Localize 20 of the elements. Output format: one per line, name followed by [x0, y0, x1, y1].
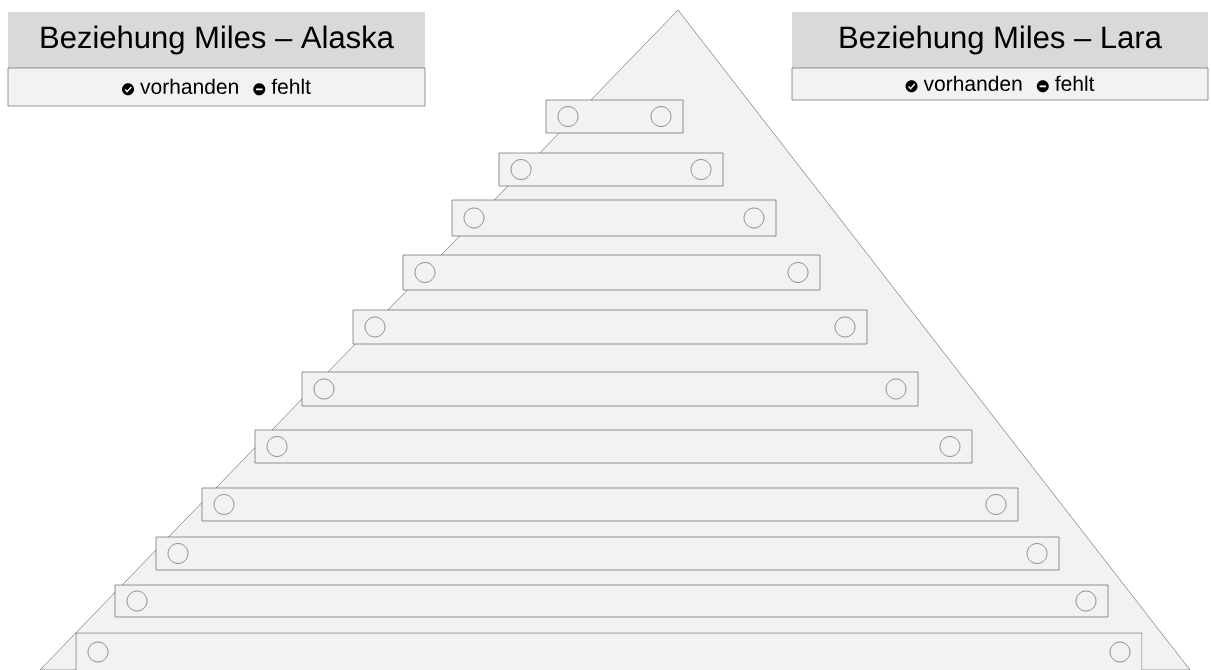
row-bar: [254, 429, 973, 464]
legend-box: [791, 67, 1209, 101]
heading-text: Beziehung Miles – Alaska: [41, 25, 394, 55]
heading-text: Beziehung Miles – Lara: [840, 25, 1162, 55]
row-bar: [114, 584, 1109, 618]
legend-box: [7, 67, 426, 107]
status-label: vorhanden: [923, 75, 1022, 92]
row-bar: [201, 487, 1019, 522]
row-bar: [498, 152, 724, 187]
status-label: fehlt: [1055, 75, 1095, 92]
row-bar: [352, 309, 868, 345]
row-bar: [75, 632, 1143, 670]
status-label: fehlt: [271, 78, 311, 95]
row-bar: [451, 199, 777, 237]
status-label: vorhanden: [140, 78, 238, 95]
row-bar: [402, 254, 821, 291]
row-bar: [301, 371, 919, 407]
heading-box: [8, 12, 425, 68]
heading-box: [792, 12, 1208, 68]
row-bar: [155, 536, 1060, 571]
